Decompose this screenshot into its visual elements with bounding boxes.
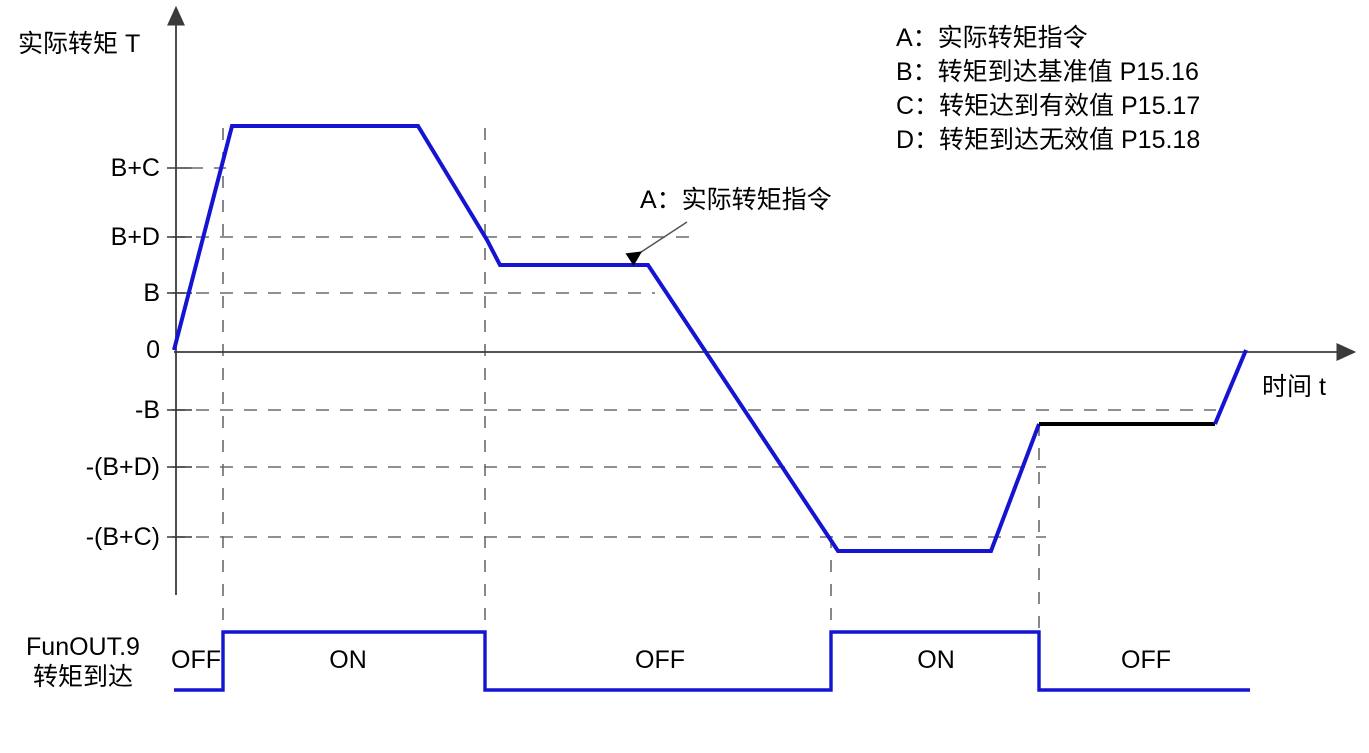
torque-curve-blue-left	[172, 124, 1041, 553]
legend-item-a: A：实际转矩指令	[896, 24, 1088, 52]
y-label-b-plus-c: B+C	[110, 154, 160, 182]
signal-state-off-1: OFF	[171, 646, 221, 674]
y-label-neg-b-plus-c: -(B+C)	[85, 523, 160, 551]
legend-item-c: C：转矩达到有效值 P15.17	[896, 92, 1201, 120]
y-axis-title: 实际转矩 T	[18, 30, 141, 58]
reference-level-lines	[172, 236, 1216, 538]
funout9-name-line1: FunOUT.9	[26, 633, 140, 661]
funout9-signal-waveform	[174, 630, 1250, 692]
event-time-lines	[222, 128, 1040, 630]
callout-label-a: A：实际转矩指令	[640, 186, 832, 214]
signal-state-off-2: OFF	[635, 646, 685, 674]
y-label-neg-b: -B	[135, 396, 160, 424]
callout-leader-line	[625, 221, 688, 266]
y-label-zero: 0	[146, 336, 160, 364]
y-label-b-plus-d: B+D	[110, 223, 160, 251]
signal-state-on-2: ON	[917, 646, 955, 674]
y-axis-ticks	[167, 167, 192, 538]
legend-item-d: D：转矩到达无效值 P15.18	[896, 126, 1201, 154]
torque-curve-blue-right	[1213, 349, 1248, 425]
y-label-b: B	[143, 279, 160, 307]
x-axis-title: 时间 t	[1262, 373, 1326, 401]
signal-state-on-1: ON	[329, 646, 367, 674]
funout9-name-line2: 转矩到达	[32, 662, 133, 691]
legend-item-b: B：转矩到达基准值 P15.16	[896, 58, 1199, 86]
signal-state-off-3: OFF	[1121, 646, 1171, 674]
y-label-neg-b-plus-d: -(B+D)	[85, 453, 160, 481]
